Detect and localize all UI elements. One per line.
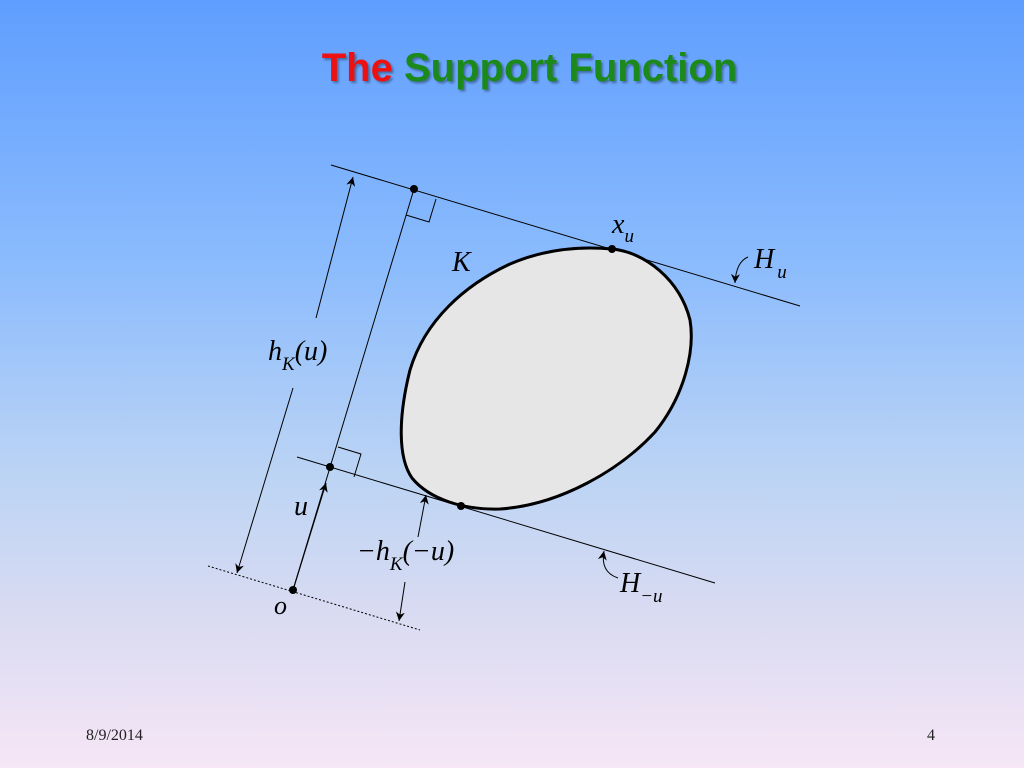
origin-dotted-line [207,565,421,631]
neg-hK-arrow-lower [395,581,406,622]
label-u: u [294,491,308,522]
point-origin [289,586,297,594]
right-angle-marker-bottom [337,446,362,478]
hK-u-arrow-lower [235,387,294,574]
label-K: K [451,247,472,278]
point-top-foot [410,185,418,193]
convex-body-K [399,246,693,511]
hyperplane-H-neg-u [296,456,716,584]
hK-u-arrow-upper [315,176,356,319]
label-H-neg-u: H−u [619,568,663,607]
footer-date: 8/9/2014 [86,727,143,744]
H-neg-u-leader [597,550,619,579]
point-x-neg-u [457,502,465,510]
point-bottom-foot [326,463,334,471]
label-hK-u: hK(u) [268,336,327,375]
label-origin: o [274,591,287,620]
title-word-support-function: Support Function [403,46,738,90]
slide-number: 4 [927,727,935,744]
H-u-leader [730,256,749,284]
hyperplane-H-u [330,164,801,307]
right-angle-marker-top [405,198,437,223]
label-x-u: xu [611,209,634,247]
slide-title: The Support Function [0,46,1024,91]
title-word-the: The [321,46,393,90]
neg-hK-arrow-upper [417,494,429,538]
label-neg-hK-neg-u: −hK(−u) [357,536,454,575]
point-x-u [608,245,616,253]
vector-u-arrow [292,482,328,591]
